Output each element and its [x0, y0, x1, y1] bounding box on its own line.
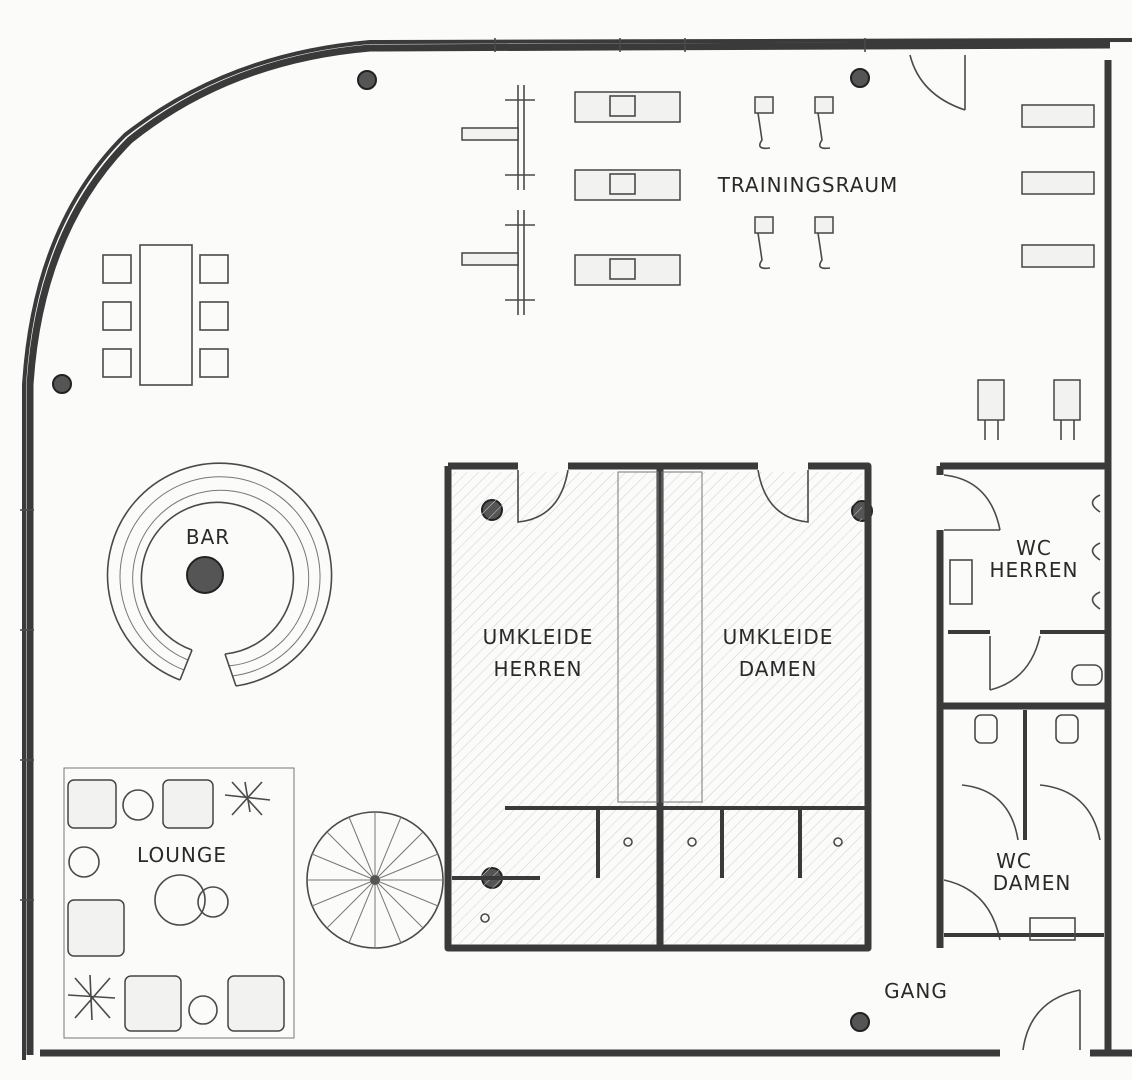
entrance-door-top: [909, 54, 966, 111]
outer-walls: [20, 38, 1132, 1060]
column: [850, 68, 870, 88]
label-lounge: LOUNGE: [137, 843, 227, 867]
label-umkleide-damen-line1: UMKLEIDE: [723, 625, 834, 649]
changing-rooms: [444, 462, 872, 952]
weight-benches: [461, 85, 535, 315]
wc-block: [936, 462, 1108, 948]
exercise-stations: [754, 96, 834, 270]
exit-door-bottom: [1022, 989, 1081, 1051]
column: [850, 1012, 870, 1032]
bar-column: [186, 556, 224, 594]
wall-machines: [977, 104, 1095, 440]
label-wc-herren-line2: HERREN: [989, 558, 1078, 582]
plant-icon: [224, 781, 271, 816]
label-gang: GANG: [884, 979, 948, 1003]
spiral-staircase: [306, 811, 444, 949]
label-umkleide-damen-line2: DAMEN: [739, 657, 818, 681]
label-bar: BAR: [186, 525, 230, 549]
label-wc-herren-line1: WC: [1016, 536, 1052, 560]
label-wc-damen-line1: WC: [996, 849, 1032, 873]
bar-counter: [106, 462, 333, 687]
column: [357, 70, 377, 90]
label-umkleide-herren-line2: HERREN: [493, 657, 582, 681]
lounge-area: [63, 767, 295, 1039]
cardio-machines: [574, 91, 681, 286]
column: [52, 374, 72, 394]
dining-table: [102, 244, 229, 386]
plant-icon: [67, 974, 116, 1021]
label-wc-damen-line2: DAMEN: [993, 871, 1072, 895]
label-umkleide-herren-line1: UMKLEIDE: [483, 625, 594, 649]
label-trainingsraum: TRAININGSRAUM: [717, 173, 899, 197]
